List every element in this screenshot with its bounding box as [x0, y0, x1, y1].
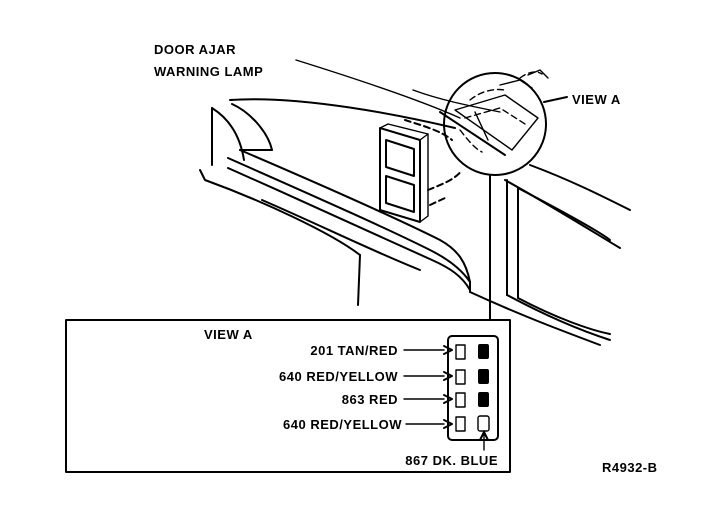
figure-id: R4932-B	[602, 460, 658, 475]
view-a-inset: VIEW A 201	[65, 319, 511, 473]
wire-label-3: 863 RED	[342, 392, 398, 407]
door-ajar-warning-lamp	[379, 119, 463, 223]
door-ajar-label-line2: WARNING LAMP	[154, 64, 263, 79]
view-a-callout-label: VIEW A	[572, 92, 621, 107]
wire-label-bottom: 867 DK. BLUE	[405, 453, 498, 468]
car-body-illustration	[199, 59, 631, 346]
inset-title: VIEW A	[204, 327, 253, 342]
view-a-magnifier	[439, 69, 568, 321]
connector-block	[447, 335, 499, 441]
door-ajar-label-line1: DOOR AJAR	[154, 42, 236, 57]
wire-label-2: 640 RED/YELLOW	[279, 369, 398, 384]
wire-label-1: 201 TAN/RED	[310, 343, 398, 358]
wire-leaders	[403, 345, 489, 451]
wire-label-4: 640 RED/YELLOW	[283, 417, 402, 432]
